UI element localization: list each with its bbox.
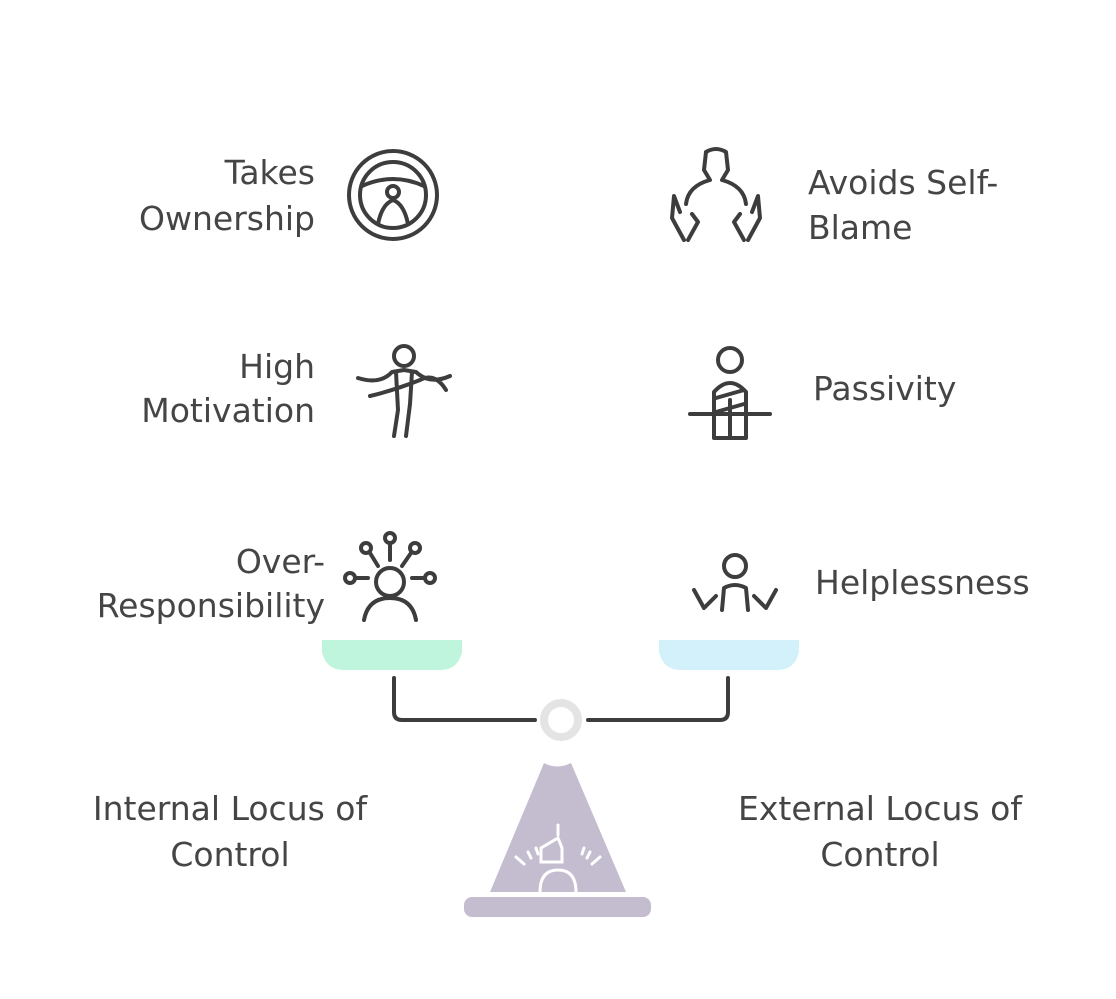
side-label-line: Internal Locus of <box>93 789 369 828</box>
left-pan <box>322 640 462 670</box>
light-bulb-icon <box>514 823 602 894</box>
scale-beam <box>392 676 730 722</box>
side-label-line: Control <box>820 835 939 874</box>
overwhelmed-person-icon <box>343 531 437 622</box>
finish-line-runner-icon <box>356 344 452 438</box>
trait-label-line: Over- <box>236 542 325 581</box>
trait-label-line: Blame <box>808 208 912 247</box>
side-label-line: External Locus of <box>738 789 1023 828</box>
side-label-line: Control <box>170 835 289 874</box>
trait-takes-ownership: Takes Ownership <box>139 149 439 241</box>
trait-helplessness: Helplessness <box>692 553 1030 612</box>
steering-wheel-icon <box>347 149 439 241</box>
trait-label-line: Responsibility <box>97 586 325 625</box>
external-locus-label: External Locus of Control <box>738 789 1023 874</box>
trait-passivity: Passivity <box>688 346 956 440</box>
shrugging-person-icon <box>692 553 778 612</box>
scale-base <box>464 897 651 917</box>
trait-label-line: High <box>239 347 315 386</box>
person-hands-icon <box>670 147 762 242</box>
trait-over-responsibility: Over- Responsibility <box>97 531 437 625</box>
trait-label-line: Helplessness <box>815 563 1030 602</box>
trait-label-line: Ownership <box>139 199 315 238</box>
trait-label-line: Motivation <box>141 391 315 430</box>
seated-person-icon <box>688 346 772 440</box>
trait-high-motivation: High Motivation <box>141 344 452 438</box>
right-pan <box>659 640 799 670</box>
trait-label-line: Takes <box>224 153 315 192</box>
trait-avoids-self-blame: Avoids Self- Blame <box>670 147 998 247</box>
pivot-ring <box>540 699 582 741</box>
internal-locus-label: Internal Locus of Control <box>93 789 369 874</box>
trait-label-line: Avoids Self- <box>808 163 998 202</box>
trait-label-line: Passivity <box>813 369 956 408</box>
balance-scale <box>322 640 799 917</box>
